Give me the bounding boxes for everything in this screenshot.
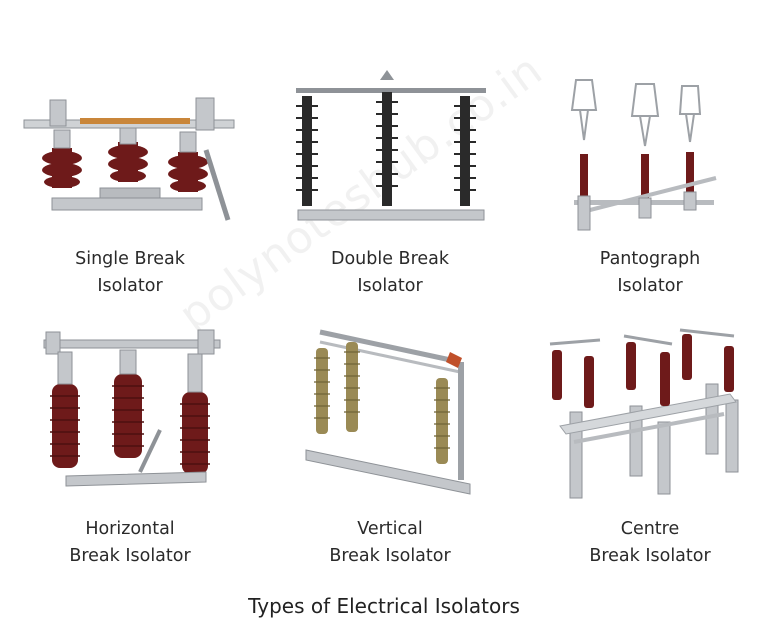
caption-line2: Break Isolator — [329, 546, 451, 566]
isolator-card-double-break: Double Break Isolator — [270, 70, 510, 310]
caption-horizontal-break: Horizontal Break Isolator — [10, 516, 250, 570]
caption-double-break: Double Break Isolator — [270, 246, 510, 300]
caption-line1: Single Break — [75, 249, 185, 269]
centre-break-isolator-image — [549, 328, 739, 499]
caption-centre-break: Centre Break Isolator — [530, 516, 768, 570]
caption-line1: Vertical — [357, 519, 423, 539]
caption-line1: Horizontal — [85, 519, 175, 539]
caption-line1: Pantograph — [599, 249, 701, 269]
isolator-card-horizontal-break: Horizontal Break Isolator — [10, 322, 250, 572]
caption-vertical-break: Vertical Break Isolator — [270, 516, 510, 570]
caption-line2: Isolator — [97, 276, 163, 296]
caption-single-break: Single Break Isolator — [10, 246, 250, 300]
isolator-card-pantograph: Pantograph Isolator — [530, 70, 768, 310]
isolator-card-single-break: Single Break Isolator — [10, 70, 250, 310]
caption-line2: Isolator — [357, 276, 423, 296]
pantograph-isolator-image — [570, 79, 717, 231]
isolator-card-vertical-break: Vertical Break Isolator — [270, 322, 510, 572]
caption-line2: Isolator — [617, 276, 683, 296]
page-title: Types of Electrical Isolators — [248, 594, 520, 618]
isolator-card-centre-break: Centre Break Isolator — [530, 322, 768, 572]
vertical-break-isolator-image — [305, 329, 471, 495]
caption-pantograph: Pantograph Isolator — [530, 246, 768, 300]
single-break-isolator-image — [23, 97, 235, 221]
caption-line1: Centre — [620, 519, 680, 539]
double-break-isolator-image — [296, 70, 486, 221]
caption-line2: Break Isolator — [589, 546, 711, 566]
caption-line2: Break Isolator — [69, 546, 191, 566]
caption-line1: Double Break — [330, 249, 449, 269]
horizontal-break-isolator-image — [43, 329, 221, 487]
